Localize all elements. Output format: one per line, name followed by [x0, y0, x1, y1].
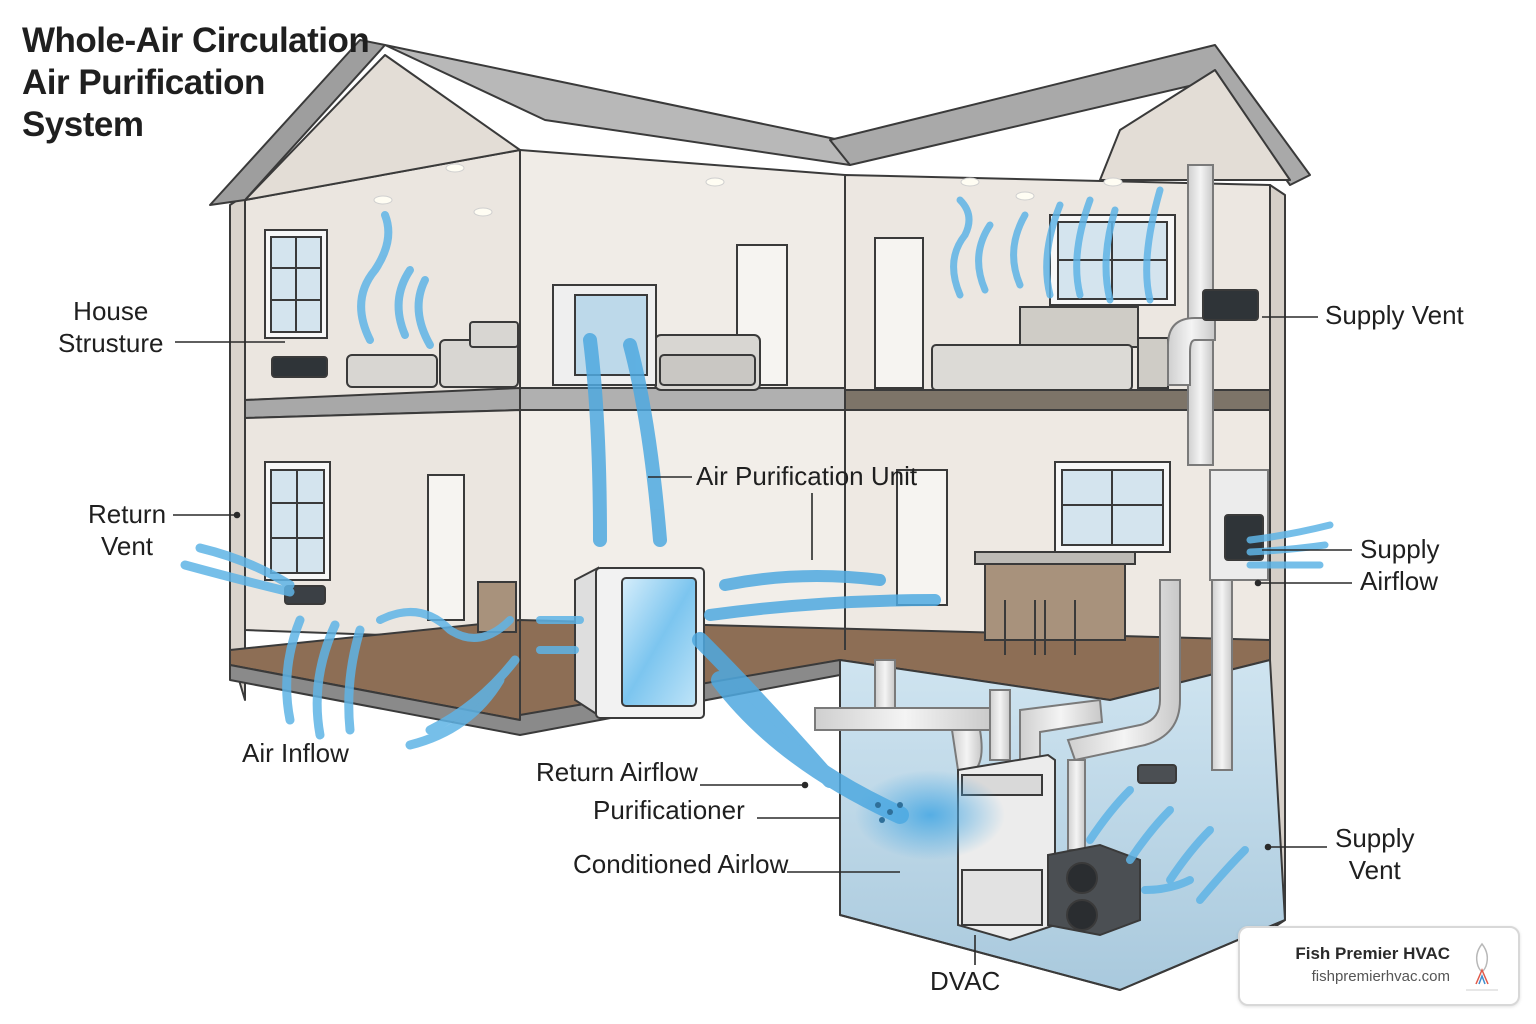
wall-vent-upper-left — [271, 356, 328, 378]
label-return-airflow: Return Airflow — [536, 757, 698, 787]
right-roof — [829, 44, 1311, 186]
leader-lines — [173, 316, 1352, 965]
brand-name: Fish Premier HVAC — [1295, 944, 1450, 963]
label-conditioned-airflow: Conditioned Airlow — [573, 849, 789, 879]
door-lower-center — [896, 469, 948, 606]
label-dvac: DVAC — [930, 966, 1001, 996]
title-line-2: Air Purification — [22, 63, 265, 102]
left-outer-wall — [229, 194, 246, 701]
duct-elbow-right — [989, 689, 1011, 761]
doors — [427, 237, 948, 621]
condenser-unit — [1047, 843, 1141, 937]
basement-vent — [1137, 764, 1177, 784]
duct-curve-upper — [1167, 317, 1216, 386]
brand-url[interactable]: fishpremierhvac.com — [1311, 968, 1450, 985]
door-upper-right — [874, 237, 924, 389]
label-return-vent: Return Vent — [88, 499, 167, 561]
door-lower-left — [427, 474, 465, 621]
label-supply-vent-bottom: Supply Vent — [1335, 823, 1415, 885]
label-air-purification-unit: Air Purification Unit — [696, 461, 918, 491]
title-line-1: Whole-Air Circulation — [22, 21, 370, 60]
label-air-inflow: Air Inflow — [242, 738, 349, 768]
window-lower-left — [264, 461, 331, 581]
ductwork — [814, 164, 1269, 851]
particles — [875, 802, 903, 823]
sofa-upper-center — [654, 334, 761, 391]
label-supply-vent-top: Supply Vent — [1325, 300, 1464, 330]
left-gable — [244, 54, 521, 201]
title-line-3: System — [22, 105, 144, 144]
upper-floor-center — [519, 387, 846, 411]
window-upper-left — [264, 229, 328, 339]
horizontal-duct — [814, 707, 996, 731]
label-house-structure: House Strusture — [58, 296, 164, 358]
duct-elbow-left — [874, 659, 896, 709]
label-supply-airflow: Supply Airflow — [1360, 534, 1440, 596]
basement-airflow-glow — [855, 770, 1005, 860]
air-purification-unit — [574, 566, 705, 719]
window-lower-right — [1054, 461, 1171, 553]
duct-down-left — [1066, 579, 1181, 762]
duct-to-furnace — [1067, 759, 1086, 851]
brand-logo-icon — [1466, 942, 1498, 991]
duct-down-right — [1211, 579, 1233, 771]
right-gable — [1099, 69, 1291, 181]
sofa-upper-left — [346, 321, 519, 388]
duct-down-elbow — [950, 729, 983, 771]
brand-card[interactable]: Fish Premier HVAC fishpremierhvac.com — [1238, 926, 1520, 1006]
label-purificationer: Purificationer — [593, 795, 745, 825]
ceiling-lights — [373, 163, 1123, 217]
kitchen-island — [974, 551, 1136, 655]
supply-vent-top — [1202, 289, 1259, 321]
diagram-title: Whole-Air Circulation Air Purification S… — [22, 20, 370, 146]
furniture — [346, 306, 1169, 655]
bed-upper-right — [931, 306, 1169, 391]
